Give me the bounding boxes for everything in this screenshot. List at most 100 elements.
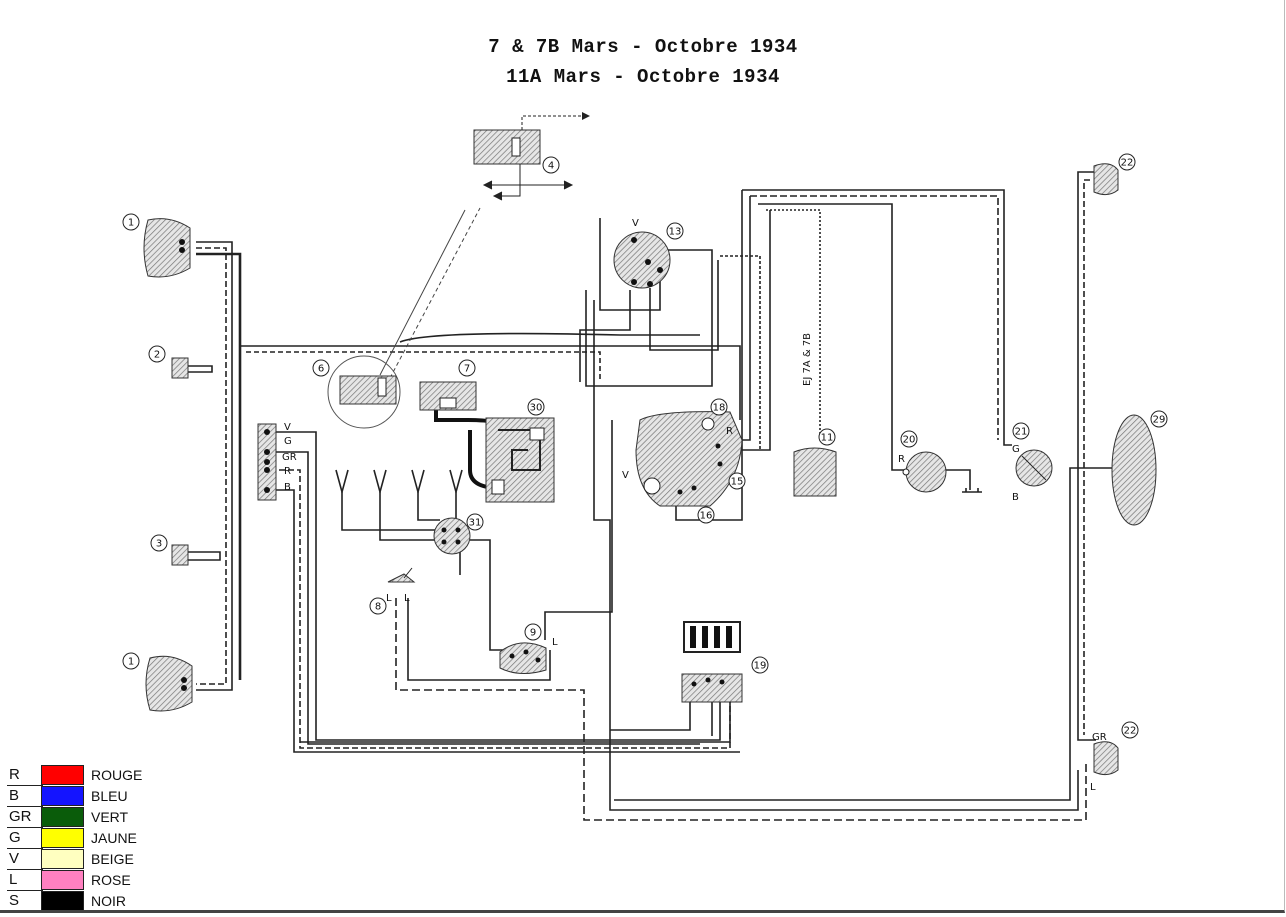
battery — [683, 621, 741, 653]
component-4 — [473, 112, 590, 201]
headlight-bottom — [145, 655, 193, 712]
legend-row-vert: GR VERT — [5, 807, 180, 828]
callout-8: 8 — [369, 597, 387, 615]
legend-code: G — [7, 828, 43, 849]
label-c21-b: B — [1012, 492, 1019, 503]
legend-swatch — [41, 849, 84, 869]
callout-number: 6 — [318, 364, 324, 375]
legend-swatch — [41, 765, 84, 785]
callout-18: 18 — [710, 398, 728, 416]
label-c9-l: L — [552, 637, 558, 648]
callout-22: 22 — [1121, 721, 1139, 739]
legend-name: BEIGE — [91, 851, 134, 867]
component-13 — [613, 231, 671, 289]
callout-number: 18 — [713, 403, 726, 414]
legend-swatch — [41, 807, 84, 827]
callout-9: 9 — [524, 623, 542, 641]
callout-number: 29 — [1153, 415, 1166, 426]
callout-number: 19 — [754, 661, 767, 672]
callout-4: 4 — [542, 156, 560, 174]
callout-number: 30 — [530, 403, 543, 414]
legend-code: L — [7, 870, 43, 891]
label-block-v: V — [284, 422, 291, 433]
headlight-top — [143, 218, 191, 278]
callout-number: 31 — [469, 518, 482, 529]
component-6 — [327, 355, 401, 429]
callout-21: 21 — [1012, 422, 1030, 440]
callout-6: 6 — [312, 359, 330, 377]
legend-row-rouge: R ROUGE — [5, 765, 180, 786]
component-11 — [793, 447, 837, 497]
component-20 — [902, 451, 982, 493]
callout-number: 4 — [548, 161, 554, 172]
legend-name: VERT — [91, 809, 129, 825]
callout-number: 16 — [700, 511, 713, 522]
callout-number: 2 — [154, 350, 160, 361]
callout-3: 3 — [150, 534, 168, 552]
callout-number: 1 — [128, 657, 134, 668]
callout-number: 13 — [669, 227, 682, 238]
legend-row-bleu: B BLEU — [5, 786, 180, 807]
callout-13: 13 — [666, 222, 684, 240]
legend-row-noir: S NOIR — [5, 891, 180, 912]
label-sw13-v: V — [632, 218, 639, 229]
label-c22-gr: GR — [1092, 732, 1107, 743]
callout-16: 16 — [697, 506, 715, 524]
legend-swatch — [41, 786, 84, 806]
callout-20: 20 — [900, 430, 918, 448]
component-22-bottom — [1093, 741, 1119, 776]
callout-7: 7 — [458, 359, 476, 377]
title-line-2: 11A Mars - Octobre 1934 — [506, 66, 780, 88]
callout-15: 15 — [728, 472, 746, 490]
component-9 — [499, 642, 547, 674]
legend-name: ROUGE — [91, 767, 143, 783]
component-22-top — [1093, 163, 1119, 196]
label-c21-g: G — [1012, 444, 1020, 455]
legend-code: V — [7, 849, 43, 870]
legend-name: ROSE — [91, 872, 131, 888]
callout-19: 19 — [751, 656, 769, 674]
wire-harness — [188, 171, 1112, 821]
legend-code: S — [7, 891, 43, 912]
callout-number: 3 — [156, 539, 162, 550]
label-block-b: B — [284, 482, 291, 493]
callout-number: 1 — [128, 218, 134, 229]
legend-name: NOIR — [91, 893, 126, 909]
label-block-gr: GR — [282, 452, 297, 463]
legend-name: JAUNE — [91, 830, 137, 846]
callout-number: 22 — [1121, 158, 1134, 169]
legend-swatch — [41, 828, 84, 848]
callout-number: 8 — [375, 602, 381, 613]
callout-11: 11 — [818, 428, 836, 446]
color-legend: R ROUGE B BLEU GR VERT G JAUNE V BEIGE L ROSE S NOIR — [5, 765, 180, 912]
legend-name: BLEU — [91, 788, 128, 804]
terminal-labels: V G GR R B V R V R G B L L L GR L — [282, 218, 1107, 793]
legend-row-jaune: G JAUNE — [5, 828, 180, 849]
title-line-1: 7 & 7B Mars - Octobre 1934 — [488, 36, 798, 58]
callout-30: 30 — [527, 398, 545, 416]
legend-code: R — [7, 765, 43, 786]
callout-31: 31 — [466, 513, 484, 531]
legend-row-beige: V BEIGE — [5, 849, 180, 870]
callout-1: 1 — [122, 213, 140, 231]
legend-code: B — [7, 786, 43, 807]
legend-row-rose: L ROSE — [5, 870, 180, 891]
label-c8-l2: L — [404, 593, 410, 604]
component-31 — [433, 517, 471, 555]
callout-number: 20 — [903, 435, 916, 446]
callout-number: 15 — [731, 477, 744, 488]
callout-number: 22 — [1124, 726, 1137, 737]
junction-block — [257, 423, 277, 501]
side-note-ej: EJ 7A & 7B — [802, 333, 813, 386]
callout-number: 7 — [464, 364, 470, 375]
label-c20-r: R — [898, 454, 905, 465]
legend-swatch — [41, 891, 84, 911]
leader-line — [379, 209, 466, 376]
component-21 — [1015, 449, 1053, 487]
label-block-r: R — [284, 466, 291, 477]
component-30 — [485, 417, 555, 503]
legend-code: GR — [7, 807, 43, 828]
callout-number: 21 — [1015, 427, 1028, 438]
callout-29: 29 — [1150, 410, 1168, 428]
